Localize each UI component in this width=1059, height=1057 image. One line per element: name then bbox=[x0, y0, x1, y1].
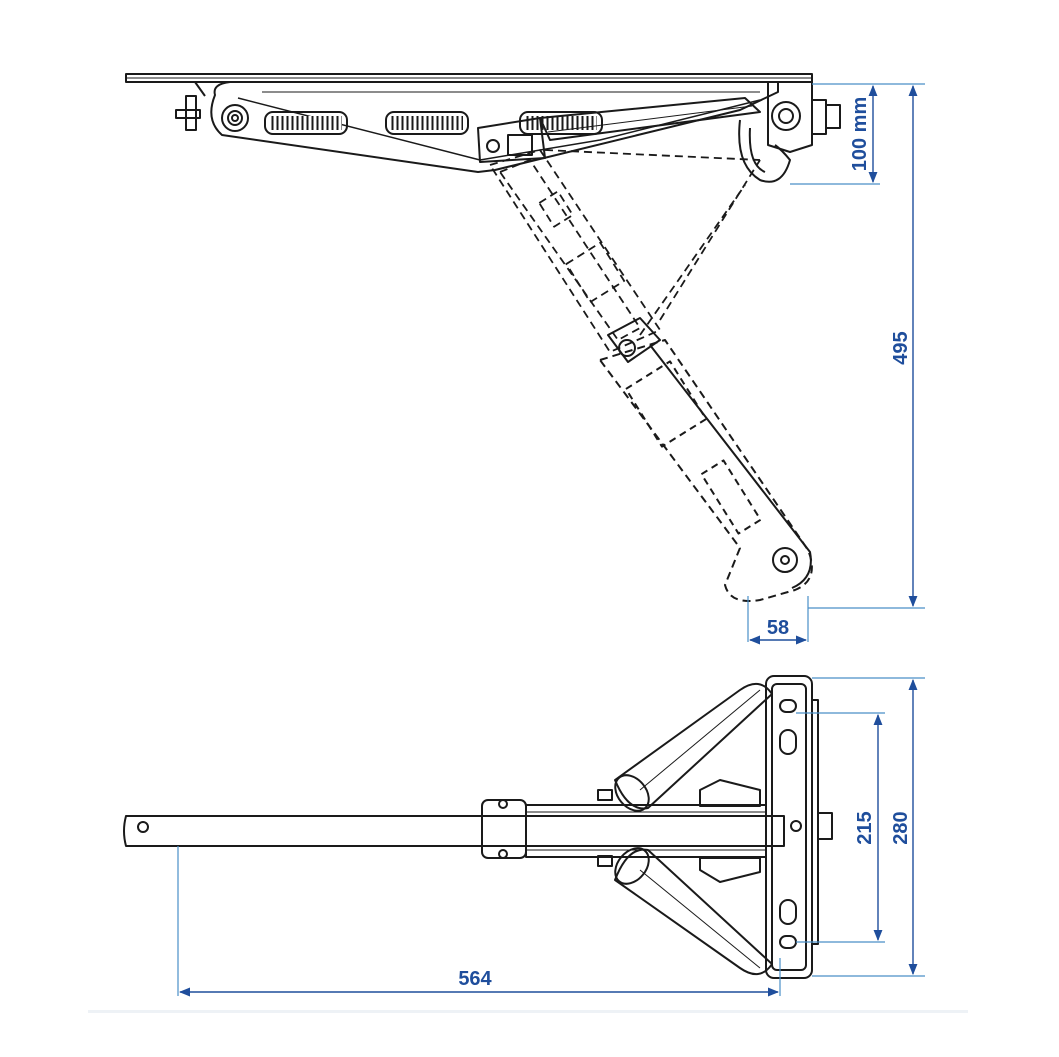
leg-deployed bbox=[599, 339, 813, 602]
dim-label-arm-length: 564 bbox=[458, 968, 492, 990]
middle-joint bbox=[607, 317, 661, 363]
dimensions: 100 mm 495 58 215 280 564 bbox=[177, 83, 925, 997]
side-view bbox=[125, 73, 841, 602]
arm-bar bbox=[123, 815, 785, 847]
dim-label-foot-width: 58 bbox=[767, 617, 789, 639]
dim-label-hole-spacing: 215 bbox=[854, 811, 876, 844]
left-pivot-pin bbox=[175, 81, 206, 131]
mounting-plate bbox=[765, 675, 833, 979]
upper-joint bbox=[477, 117, 546, 163]
diagonal-brace-upper bbox=[614, 683, 773, 812]
right-hub bbox=[738, 81, 841, 183]
spindle-windows bbox=[264, 111, 603, 135]
inner-connectors bbox=[597, 779, 761, 883]
arm-bracket bbox=[481, 799, 767, 859]
support-stay bbox=[539, 97, 761, 141]
top-view bbox=[123, 675, 833, 979]
diagonal-brace-lower bbox=[614, 847, 773, 975]
dim-label-plate-height: 280 bbox=[890, 811, 912, 844]
dim-label-top-offset: 100 mm bbox=[849, 97, 871, 172]
leg-folded-dashed bbox=[489, 149, 761, 353]
dim-label-total-height: 495 bbox=[890, 331, 912, 364]
footer-divider bbox=[88, 1010, 968, 1013]
